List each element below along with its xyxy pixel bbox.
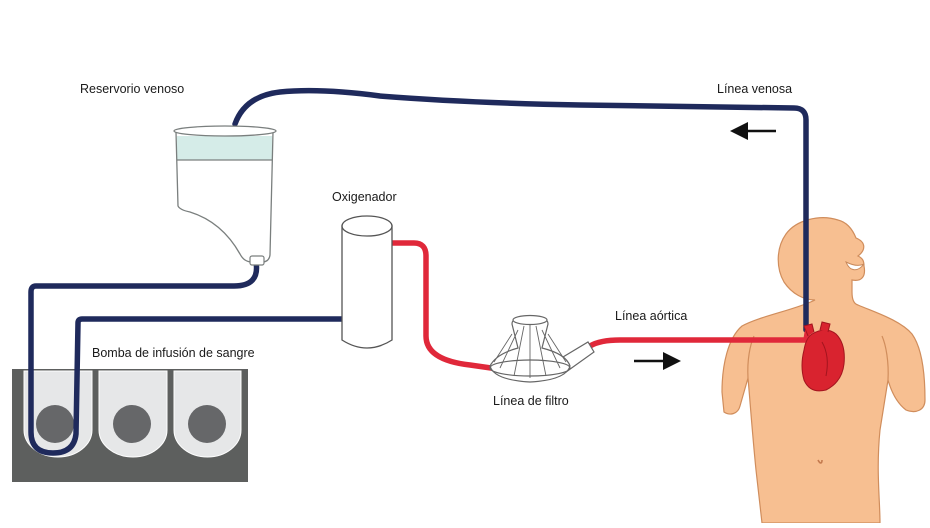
- patient-arm-line-right: [881, 335, 889, 381]
- reservoir-rim: [173, 125, 277, 137]
- arterial-filter: [489, 314, 595, 383]
- heart-detail: [821, 341, 828, 377]
- venous-reservoir: [173, 125, 277, 266]
- oxygenator-body: [341, 225, 393, 349]
- filter-ribs: [493, 324, 567, 378]
- label-oxygenator: Oxigenador: [332, 190, 397, 204]
- reservoir-outlet-nozzle: [249, 255, 265, 266]
- venous-line-tube: [232, 87, 809, 333]
- label-reservoir: Reservorio venoso: [80, 82, 185, 96]
- reservoir-body: [175, 131, 274, 263]
- oxygenator-outlet-tube: [389, 240, 501, 372]
- label-pump: Bomba de infusión de sangre: [92, 346, 255, 360]
- oxygenator: [341, 215, 393, 349]
- pump-roller-1: [36, 405, 74, 443]
- reservoir-outlet-tube: [28, 259, 348, 456]
- arrow-left-icon: [730, 122, 776, 140]
- filter-base-rim: [489, 359, 571, 377]
- pump-roller-2: [113, 405, 151, 443]
- patient-mouth: [845, 260, 865, 271]
- label-venous-line: Línea venosa: [717, 82, 793, 96]
- patient-navel: [817, 459, 823, 464]
- blood-pump: [12, 369, 248, 482]
- venous-tubing: [28, 87, 809, 456]
- heart-icon: [801, 321, 845, 392]
- arrow-right-icon: [634, 352, 681, 370]
- aortic-line-tube: [587, 325, 811, 349]
- filter-top: [512, 314, 548, 326]
- heart-vessels: [803, 321, 831, 337]
- pump-roller-3: [188, 405, 226, 443]
- reservoir-fluid: [177, 136, 272, 160]
- label-aortic-line: Línea aórtica: [615, 309, 688, 323]
- label-filter: Línea de filtro: [493, 394, 569, 408]
- heart-shape: [801, 329, 845, 392]
- arterial-tubing: [389, 240, 811, 372]
- oxygenator-top: [341, 215, 393, 237]
